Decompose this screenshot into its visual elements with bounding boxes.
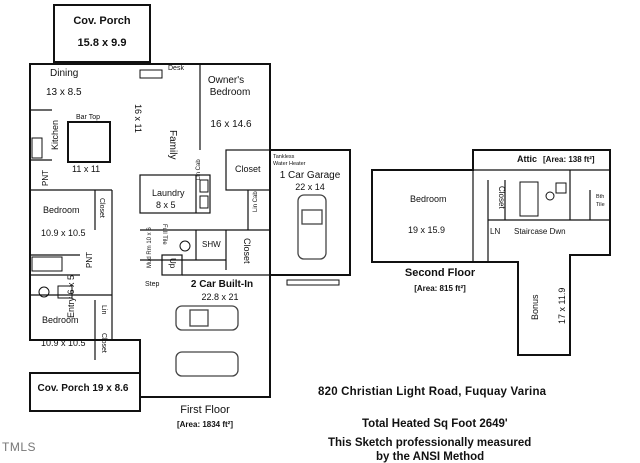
toilet-fixture-2 <box>179 240 191 252</box>
first-floor-area: [Area: 1834 ft²] <box>177 420 233 429</box>
bedroom-up-label: Bedroom <box>410 194 447 204</box>
garage-2-label: 2 Car Built-In <box>191 279 253 290</box>
owners-bedroom-dims: 16 x 14.6 <box>210 119 252 130</box>
laundry-outline <box>139 174 211 214</box>
cov-porch-top-label: Cov. Porch <box>73 15 131 27</box>
staircase-label: Staircase Dwn <box>514 227 566 236</box>
second-floor-area: [Area: 815 ft²] <box>414 284 466 293</box>
owners-bedroom-label-1: Owner's <box>208 75 244 86</box>
closet-up-label: Closet <box>497 186 506 209</box>
bedroom-1-label: Bedroom <box>43 205 80 215</box>
up-label: Up <box>168 258 177 269</box>
full-tile-label: Full Tile <box>161 224 167 245</box>
fixtures <box>31 69 567 299</box>
toilet-fixture-3 <box>545 191 555 201</box>
pnt-1-label: PNT <box>41 170 50 186</box>
mud-rm-label: Mud Rm 10 x 6 <box>147 227 153 268</box>
car-garage-2-a <box>175 305 239 331</box>
closet-1-label: Closet <box>98 198 105 218</box>
bedroom-up-dims: 19 x 15.9 <box>408 225 445 235</box>
bedroom-2-dims: 10.9 x 10.5 <box>41 338 86 348</box>
family-label: Family <box>167 130 178 159</box>
laundry-dims: 8 x 5 <box>156 200 176 210</box>
total-heated-sq-ft: Total Heated Sq Foot 2649' <box>362 418 508 430</box>
closet-shw-label: Closet <box>242 238 252 264</box>
lin-cab-2-label: Lin Cab <box>253 191 259 212</box>
laundry-label: Laundry <box>152 188 185 198</box>
sink-fixture <box>555 182 567 194</box>
attic-area: [Area: 138 ft²] <box>543 155 595 164</box>
step-label: Step <box>145 281 160 288</box>
second-floor-outline <box>371 149 611 356</box>
bedroom-2-label: Bedroom <box>42 315 79 325</box>
walls <box>29 4 611 412</box>
garage-1-note-1: Tankless <box>273 154 295 160</box>
kitchen-counter-fixture <box>31 137 43 159</box>
address: 820 Christian Light Road, Fuquay Varina <box>318 386 547 398</box>
ln-up-label: LN <box>490 227 500 236</box>
desk-fixture <box>139 69 163 79</box>
garage-2-dims: 22.8 x 21 <box>201 292 238 302</box>
cars <box>175 194 327 377</box>
attic-label: Attic <box>517 154 537 164</box>
garage-1-note-2: Water Heater <box>273 161 306 167</box>
dining-label: Dining <box>50 68 78 79</box>
closet-owner-label: Closet <box>235 164 261 174</box>
shower-fixture <box>519 181 539 217</box>
measured-line-2: by the ANSI Method <box>376 451 485 463</box>
bedroom-1-dims: 10.9 x 10.5 <box>41 228 86 238</box>
first-floor-label: First Floor <box>180 404 230 416</box>
dryer-fixture <box>199 195 209 209</box>
bonus-label: Bonus <box>530 294 540 320</box>
cov-porch-top-dims: 15.8 x 9.9 <box>78 37 127 49</box>
tile-label: Tile <box>596 202 605 208</box>
vanity-fixture <box>57 285 73 299</box>
toilet-fixture <box>38 286 50 298</box>
bar-top-island <box>67 121 111 163</box>
garage-1-dims: 22 x 14 <box>295 182 325 192</box>
dining-dims: 13 x 8.5 <box>46 87 82 98</box>
bonus-dims: 17 x 11.9 <box>557 288 567 324</box>
owners-bedroom-label-2: Bedroom <box>210 87 251 98</box>
pnt-2-label: PNT <box>85 252 94 268</box>
bar-top-label: Bar Top <box>76 114 100 121</box>
cov-porch-bottom-outline <box>29 372 141 412</box>
garage-doors <box>286 279 340 286</box>
lin-label: Lin <box>100 305 107 314</box>
lin-cab-1-label: Lin Cab <box>196 159 202 180</box>
entry-label: Entry 6 x 5 <box>66 275 76 318</box>
bth-label: Bth <box>596 194 604 200</box>
cov-porch-top-outline <box>53 4 151 63</box>
car-garage-2-b <box>175 351 239 377</box>
car-garage-1 <box>297 194 327 260</box>
bathtub-fixture <box>31 256 63 272</box>
washer-fixture <box>199 179 209 193</box>
cov-porch-bottom-label: Cov. Porch 19 x 8.6 <box>38 383 129 394</box>
desk-label: Desk <box>168 65 184 72</box>
kitchen-label: Kitchen <box>50 120 60 150</box>
second-floor-label: Second Floor <box>405 267 476 279</box>
garage-1-outline <box>269 149 351 276</box>
watermark-logo: TMLS <box>2 440 37 454</box>
garage-1-label: 1 Car Garage <box>280 170 341 181</box>
interior-walls <box>29 64 610 360</box>
kitchen-dims: 11 x 11 <box>72 164 100 174</box>
closet-2-label: Closet <box>100 333 107 353</box>
shw-label: SHW <box>202 240 221 249</box>
family-dims: 16 x 11 <box>133 104 143 133</box>
measured-line-1: This Sketch professionally measured <box>328 437 532 449</box>
